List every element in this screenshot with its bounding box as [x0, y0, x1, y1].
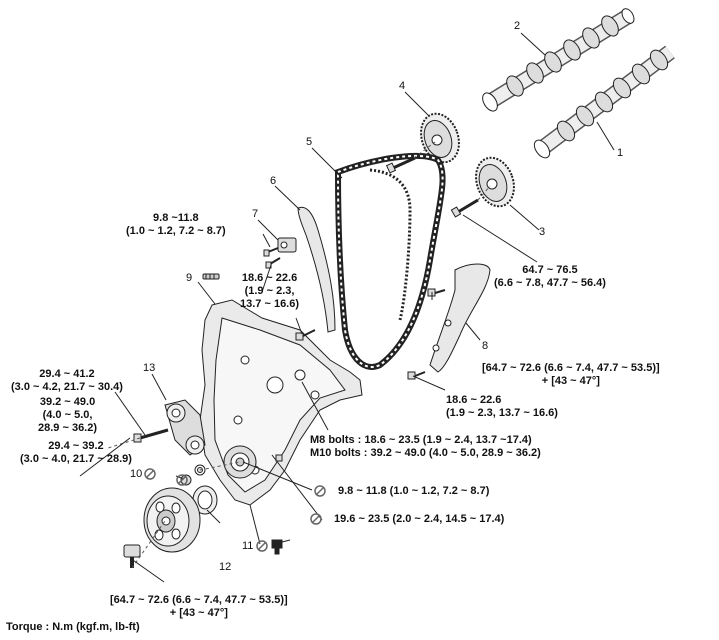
- torque-pump: 9.8 ~ 11.8 (1.0 ~ 1.2, 7.2 ~ 8.7): [338, 485, 490, 497]
- leader-lines: [79, 32, 615, 583]
- sealant-icon: [271, 539, 291, 555]
- alignment-lines: [107, 141, 491, 569]
- torque-pulley: [64.7 ~ 72.6 (6.6 ~ 7.4, 47.7 ~ 53.5)] +…: [110, 594, 288, 619]
- callout-1: 1: [617, 147, 624, 159]
- callout-5: 5: [306, 136, 313, 148]
- callout-4: 4: [399, 80, 406, 92]
- camshaft-intake: [533, 45, 675, 159]
- oil-seal: [192, 485, 218, 515]
- callout-2: 2: [514, 20, 521, 32]
- crank-sprocket: [223, 445, 257, 479]
- sprocket-4: [420, 112, 460, 164]
- torque-seal: 19.6 ~ 23.5 (2.0 ~ 2.4, 14.5 ~ 17.4): [334, 513, 505, 525]
- chain-guide-8: [429, 263, 491, 373]
- callout-12: 12: [219, 561, 232, 573]
- torque-cam-bracket: [64.7 ~ 72.6 (6.6 ~ 7.4, 47.7 ~ 53.5)] +…: [482, 362, 660, 387]
- torque-13c: 29.4 ~ 39.2 (3.0 ~ 4.0, 21.7 ~ 28.9): [20, 440, 132, 465]
- no-reuse-icon: [144, 468, 326, 552]
- callout-3: 3: [539, 226, 546, 238]
- callout-6: 6: [270, 175, 277, 187]
- callout-10: 10: [130, 468, 143, 480]
- sprocket-3: [475, 156, 515, 208]
- sprocket-bolts: [385, 156, 479, 218]
- pin: [202, 273, 220, 280]
- torque-units-note: Torque : N.m (kgf.m, lb-ft): [6, 621, 140, 633]
- timing-chain: [334, 152, 446, 370]
- belt-tensioner-13: [133, 399, 206, 456]
- callout-11: 11: [242, 540, 254, 552]
- chain-tensioner-7: [263, 237, 297, 269]
- callout-13: 13: [143, 362, 156, 374]
- torque-13b: 39.2 ~ 49.0 (4.0 ~ 5.0, 28.9 ~ 36.2): [38, 396, 98, 434]
- callout-8: 8: [482, 340, 489, 352]
- pulley-bolt: [123, 544, 141, 568]
- crankshaft-pulley: [143, 487, 201, 553]
- torque-m-bolts: M8 bolts : 18.6 ~ 23.5 (1.9 ~ 2.4, 13.7 …: [310, 434, 541, 459]
- timing-chain-cover: [199, 299, 363, 506]
- camshaft-exhaust: [482, 8, 635, 112]
- torque-13a: 29.4 ~ 41.2 (3.0 ~ 4.2, 21.7 ~ 30.4): [11, 368, 123, 393]
- chain-guide-6: [297, 206, 336, 333]
- torque-cam-sprocket: 64.7 ~ 76.5 (6.6 ~ 7.8, 47.7 ~ 56.4): [494, 264, 606, 289]
- torque-guide-left: 18.6 ~ 22.6 (1.9 ~ 2.3, 13.7 ~ 16.6): [240, 272, 300, 310]
- callout-9: 9: [186, 272, 193, 284]
- torque-guide-right: 18.6 ~ 22.6 (1.9 ~ 2.3, 13.7 ~ 16.6): [446, 394, 558, 419]
- torque-tensioner-top: 9.8 ~11.8 (1.0 ~ 1.2, 7.2 ~ 8.7): [126, 212, 226, 237]
- callout-7: 7: [252, 208, 259, 220]
